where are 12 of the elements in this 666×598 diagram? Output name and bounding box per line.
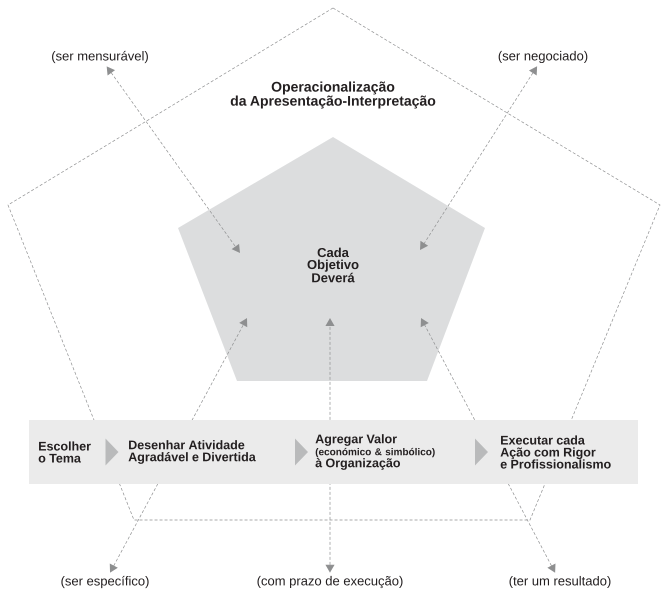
outcome-label: (ser específico)	[61, 576, 149, 588]
outcome-label: (ser mensurável)	[52, 50, 148, 64]
chevron-arrow	[474, 438, 488, 466]
chevron-arrow	[294, 438, 308, 466]
outcome-label: (com prazo de execução)	[257, 576, 403, 588]
chevron-arrow	[105, 438, 118, 466]
step-text: Escolher o Tema	[38, 441, 91, 463]
step-text: Desenhar Atividade Agradável e Divertida	[128, 440, 256, 464]
step-text: Executar cada Ação com Rigor e Profissionalismo	[500, 435, 611, 469]
outcome-label: (ter um resultado)	[510, 576, 610, 588]
step-text: Agregar Valor (económico & simbólico) à Organização	[316, 434, 435, 470]
outcome-label: (ser negociado)	[498, 50, 588, 64]
